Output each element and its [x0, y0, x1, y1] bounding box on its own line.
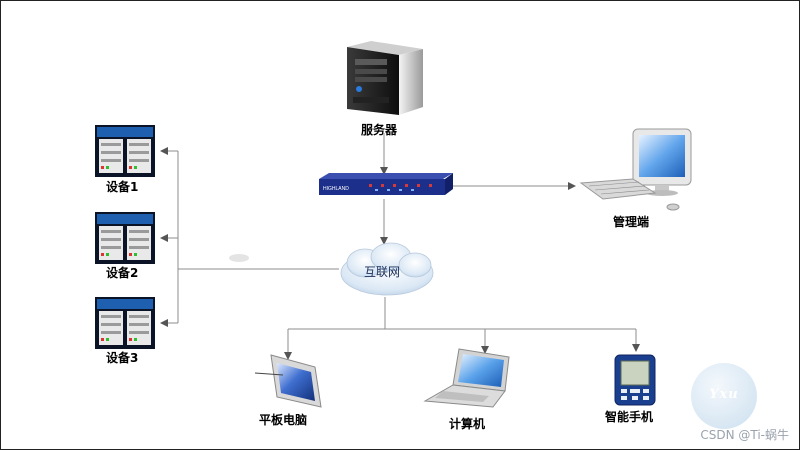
rack-device-icon	[95, 297, 155, 349]
device-2-label: 设备2	[106, 266, 139, 280]
tablet-node	[253, 353, 325, 417]
internet-cloud	[335, 239, 439, 305]
smartphone-icon	[614, 354, 656, 406]
server-label: 服务器	[361, 123, 398, 137]
internet-label: 互联网	[364, 265, 401, 279]
laptop-icon	[423, 348, 510, 408]
cloud-shadow	[229, 254, 249, 262]
device-2-node	[95, 212, 157, 270]
device-1-label: 设备1	[106, 180, 139, 194]
phone-label: 智能手机	[605, 410, 654, 424]
router-brand: HIGHLAND	[323, 186, 349, 192]
admin-node	[579, 127, 695, 219]
watermark-badge: Yxu	[691, 363, 757, 429]
watermark-badge-text: Yxu	[709, 387, 739, 402]
admin-label: 管理端	[613, 215, 650, 229]
tablet-icon	[254, 354, 322, 408]
device-1-node	[95, 125, 157, 183]
server-node	[341, 39, 427, 123]
desktop-computer-icon	[579, 128, 692, 211]
phone-node	[613, 353, 657, 411]
router-node: HIGHLAND	[319, 171, 455, 207]
laptop-node	[423, 347, 515, 417]
laptop-label: 计算机	[449, 417, 486, 431]
device-3-node	[95, 297, 157, 355]
cloud-icon	[340, 242, 434, 296]
rack-device-icon	[95, 212, 155, 264]
csdn-watermark: CSDN @Ti-蜗牛	[700, 428, 789, 442]
server-icon	[347, 41, 423, 115]
device-3-label: 设备3	[106, 351, 139, 365]
rack-device-icon	[95, 125, 155, 177]
router-icon: HIGHLAND	[319, 173, 453, 195]
tablet-label: 平板电脑	[259, 413, 308, 427]
